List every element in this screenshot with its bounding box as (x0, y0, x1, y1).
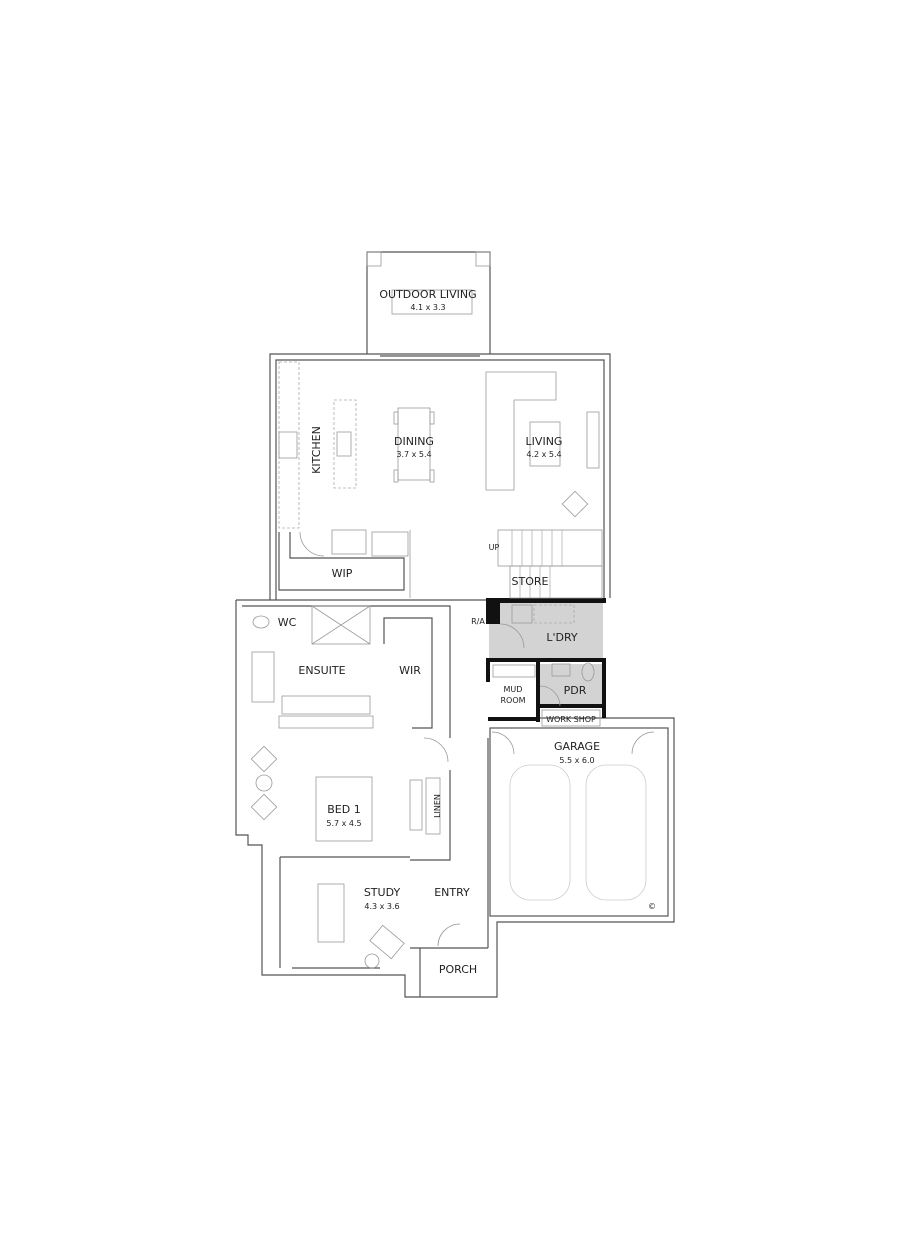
room-label-work-shop: WORK SHOP (546, 715, 596, 724)
dining-table (393, 407, 435, 483)
desk (317, 883, 345, 943)
room-size-dining: 3.7 x 5.4 (396, 450, 431, 459)
room-label-wc: WC (278, 616, 297, 629)
room-label-living: LIVING (526, 435, 563, 448)
study-furniture (317, 883, 405, 969)
car-left (509, 764, 571, 901)
room-size-outdoor-living: 4.1 x 3.3 (410, 303, 445, 312)
bed (315, 776, 373, 842)
bed1-furniture (250, 745, 441, 842)
room-label-outdoor-living: OUTDOOR LIVING (379, 288, 476, 301)
garage-cars (509, 764, 647, 901)
room-label-wip: WIP (332, 567, 353, 580)
solid-walls (486, 598, 606, 722)
linen-cupboard (425, 777, 441, 835)
cooktop (278, 431, 298, 459)
coffee-table (529, 421, 561, 467)
ensuite-fixtures (251, 605, 433, 729)
armchair (561, 490, 589, 518)
room-size-study: 4.3 x 3.6 (364, 902, 399, 911)
kitchen-fixtures (278, 361, 357, 529)
room-label-store: STORE (512, 575, 549, 588)
sink (336, 431, 352, 457)
outdoor-table (391, 289, 473, 315)
garage-walls (489, 727, 669, 917)
kitchen-island (333, 399, 357, 489)
outdoor-living-area (366, 251, 491, 354)
stairs (497, 529, 603, 567)
room-label-linen: LINEN (433, 794, 442, 818)
room-label-porch: PORCH (439, 963, 477, 976)
ra-label: R/A (471, 617, 485, 626)
vanity (281, 695, 371, 715)
room-label-ensuite: ENSUITE (298, 664, 345, 677)
wc-toilet (252, 615, 270, 629)
copyright-mark: © (648, 902, 656, 911)
room-size-bed1: 5.7 x 4.5 (326, 819, 361, 828)
room-label-kitchen: KITCHEN (310, 426, 323, 474)
tv-unit (586, 411, 600, 469)
laundry-floor (489, 601, 603, 659)
stairs-up-label: UP (489, 543, 500, 552)
wet-fixtures (492, 604, 601, 727)
exterior-walls (235, 353, 675, 998)
room-label-mud-room: MUD (504, 685, 523, 694)
shower (311, 605, 371, 645)
doors (299, 531, 655, 947)
room-size-living: 4.2 x 5.4 (526, 450, 561, 459)
living-furniture (485, 371, 600, 518)
room-label-laundry: L'DRY (546, 631, 578, 644)
room-label-wir: WIR (399, 664, 421, 677)
room-label-bed1: BED 1 (327, 803, 360, 816)
car-right (585, 764, 647, 901)
bath (251, 651, 275, 703)
room-label-study: STUDY (364, 886, 401, 899)
room-label-dining: DINING (394, 435, 434, 448)
room-size-garage: 5.5 x 6.0 (559, 756, 594, 765)
room-label-garage: GARAGE (554, 740, 600, 753)
pdr-floor (540, 664, 602, 706)
room-label-entry: ENTRY (434, 886, 470, 899)
room-label-mud-room-2: ROOM (500, 696, 525, 705)
room-label-pdr: PDR (564, 684, 587, 697)
wip-and-stairs (278, 529, 603, 599)
